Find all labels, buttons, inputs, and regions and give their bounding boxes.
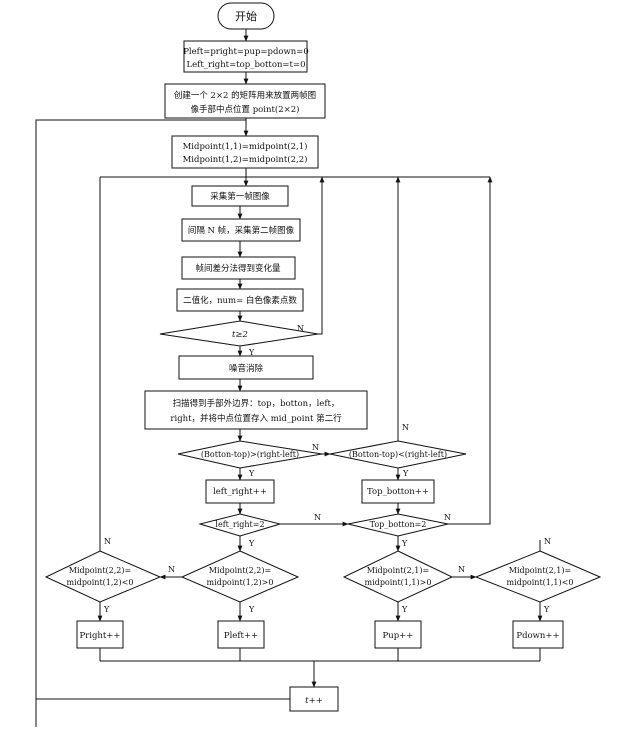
mid-l-line-1: Midpoint(2,2)= [209, 566, 271, 575]
inc-tb-box [361, 479, 435, 504]
branch-yes: Y [103, 605, 110, 614]
pup-box [374, 620, 422, 649]
diff-box [181, 256, 296, 280]
inc-lr-box [205, 479, 275, 504]
matrix-line-2: 像手部中点位置 point(2×2) [191, 104, 300, 115]
matrix-line-1: 创建一个 2×2 的矩阵用来放置两帧图 [174, 90, 316, 101]
pright-label: Pright++ [79, 631, 120, 641]
branch-yes: Y [248, 605, 255, 614]
pleft-label: Pleft++ [224, 631, 258, 641]
lr-decision [198, 513, 282, 537]
denoise-label: 噪音消除 [229, 363, 264, 374]
branch-labels: N Y N Y N Y N Y N Y N N N N Y Y Y Y [103, 324, 551, 614]
cmp2-decision [329, 440, 467, 469]
copy-line-1: Midpoint(1,1)=midpoint(2,1) [183, 141, 308, 152]
mid-u-decision [342, 550, 454, 603]
node-labels: 开始 Pleft=pright=pup=pdown=0 Left_right=t… [67, 9, 574, 706]
branch-yes: Y [248, 469, 255, 478]
copy-box [171, 135, 319, 169]
branch-no: N [312, 443, 319, 452]
inc-lr-label: left_right++ [213, 487, 267, 497]
start-terminal [217, 2, 275, 30]
pdown-label: Pdown++ [516, 631, 559, 641]
binarize-box [176, 288, 304, 312]
inc-t-box [289, 686, 339, 712]
scan-line-2: right，并将中点位置存入 mid_point 第二行 [170, 413, 342, 424]
nodes [44, 2, 602, 712]
cmp2-label: (Botton-top)<(right-left) [349, 450, 447, 459]
branch-yes: Y [248, 539, 255, 548]
inc-tb-label: Top_botton++ [367, 487, 429, 497]
tb-decision [347, 513, 449, 537]
branch-no: N [168, 565, 175, 574]
mid-u-line-2: midpoint(1,1)>0 [365, 578, 432, 587]
init-box [183, 40, 308, 73]
tb-condition-label: Top_botton=2 [370, 520, 427, 529]
mid-d-line-1: Midpoint(2,1)= [509, 566, 571, 575]
branch-no: N [444, 513, 451, 522]
t-condition-label: t≥2 [232, 330, 248, 340]
mid-r-line-2: midpoint(1,2)<0 [67, 578, 134, 587]
pup-label: Pup++ [383, 631, 414, 641]
inc-t-label: t++ [305, 696, 323, 706]
lr-condition-label: left_right=2 [215, 520, 264, 529]
cmp1-decision [177, 440, 323, 469]
mid-r-line-1: Midpoint(2,2)= [69, 566, 131, 575]
connectors [35, 29, 543, 727]
branch-no: N [104, 537, 111, 546]
t-decision [159, 320, 319, 347]
branch-no: N [544, 537, 551, 546]
start-label: 开始 [235, 9, 257, 23]
mid-u-line-1: Midpoint(2,1)= [367, 566, 429, 575]
pdown-box [512, 620, 564, 649]
cmp1-label: (Botton-top)>(right-left) [201, 450, 299, 459]
mid-d-line-2: midpoint(1,1)<0 [507, 578, 574, 587]
scan-box [144, 390, 368, 430]
branch-no: N [458, 565, 465, 574]
mid-l-line-2: midpoint(1,2)>0 [207, 578, 274, 587]
mid-d-decision [474, 550, 602, 603]
capture2-box [181, 218, 301, 242]
branch-no: N [402, 423, 409, 432]
matrix-box [164, 83, 326, 119]
branch-yes: Y [401, 539, 408, 548]
mid-l-decision [180, 550, 300, 603]
branch-yes: Y [402, 469, 409, 478]
init-line-1: Pleft=pright=pup=pdown=0 [183, 47, 309, 57]
pleft-box [217, 620, 265, 649]
copy-line-2: Midpoint(1,2)=midpoint(2,2) [183, 154, 308, 165]
binarize-label: 二值化，num= 白色像素点数 [183, 295, 297, 306]
capture1-box [191, 185, 289, 207]
branch-no: N [314, 513, 321, 522]
denoise-box [178, 355, 314, 380]
diff-label: 帧间差分法得到变化量 [195, 263, 281, 274]
branch-yes: Y [401, 605, 408, 614]
mid-r-decision [44, 550, 162, 603]
capture1-label: 采集第一帧图像 [210, 191, 270, 202]
pright-box [76, 620, 124, 649]
branch-no: N [297, 324, 304, 333]
branch-yes: Y [543, 605, 550, 614]
scan-line-1: 扫描得到手部外边界：top，botton，left， [173, 398, 340, 409]
capture2-label: 间隔 N 帧，采集第二帧图像 [188, 225, 295, 236]
init-line-2: Left_right=top_botton=t=0 [187, 60, 306, 70]
branch-yes: Y [248, 348, 255, 357]
